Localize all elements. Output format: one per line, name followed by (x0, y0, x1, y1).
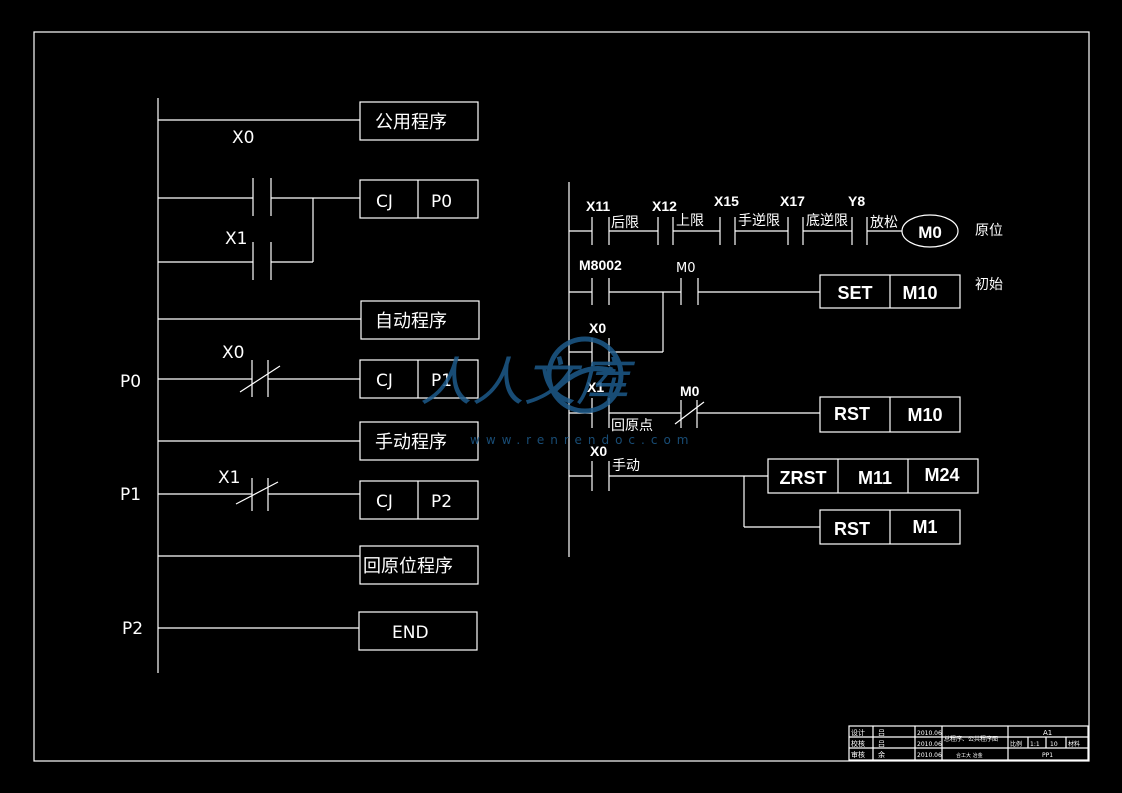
set-operand: M10 (902, 283, 937, 303)
watermark: 人人文库 www.renrendoc.com (420, 336, 694, 447)
r1c4-addr: X17 (780, 193, 805, 209)
contact-x1-nc-label: X1 (218, 468, 240, 488)
zrst-op2: M24 (924, 465, 959, 485)
cj-target-2: P1 (431, 371, 452, 391)
r1c1-label: 后限 (611, 215, 639, 231)
set-note: 初始 (975, 276, 1003, 293)
home-program-label: 回原位程序 (363, 556, 453, 577)
set-cmd: SET (837, 283, 872, 303)
watermark-url: www.renrendoc.com (470, 433, 694, 447)
auto-program-block (360, 300, 480, 340)
tb-drawing-title: 总程序、公共程序图 (944, 735, 998, 743)
tb-r2-role: 校核 (851, 739, 865, 748)
r1c3-addr: X15 (714, 193, 739, 209)
common-program-block (359, 101, 479, 141)
rst-cmd-1: RST (834, 404, 870, 424)
contact-x0-nc-label: X0 (222, 343, 244, 363)
tb-r3-role: 审核 (851, 750, 865, 759)
drawing-border (33, 31, 1090, 762)
tb-scale-label: 比例 (1010, 740, 1022, 748)
r1c1-addr: X11 (586, 198, 610, 214)
tb-r1-name: 吕 (878, 729, 885, 737)
contact-x0-label: X0 (232, 128, 254, 148)
zrst-op1: M11 (858, 468, 892, 488)
cj-target-1: P0 (431, 192, 452, 212)
common-program-label: 公用程序 (375, 112, 447, 133)
manual-program-label: 手动程序 (375, 432, 447, 453)
r2-contact2-label: M0 (676, 261, 696, 276)
end-label: END (392, 623, 429, 643)
right-ladder: M0 原位 X11 后限 X12 上限 X15 手逆限 X17 底逆限 Y8 放… (568, 182, 1003, 557)
tb-sheet-label: 材料 (1068, 740, 1080, 748)
r1c5-addr: Y8 (848, 193, 865, 209)
r4-contact-desc: 回原点 (611, 418, 653, 434)
tb-r2-name: 吕 (878, 740, 885, 748)
zrst-cmd: ZRST (780, 468, 827, 488)
tb-code: PP1 (1042, 752, 1053, 759)
r5-contact-desc: 手动 (612, 458, 640, 474)
rst-operand-2: M1 (912, 517, 937, 537)
watermark-logo-icon (546, 336, 624, 414)
r1c3-label: 手逆限 (738, 213, 780, 229)
cj-p1-block (359, 359, 479, 399)
tb-r1-date: 2010.06 (917, 730, 942, 737)
pointer-p2: P2 (122, 619, 143, 639)
watermark-text: 人人文库 (420, 353, 636, 413)
tb-r1-role: 设计 (851, 728, 865, 737)
r5-contact-label: X0 (590, 443, 607, 459)
manual-program-block (359, 421, 479, 461)
tb-school: 合工大 冶金 (956, 752, 983, 759)
r4-contact2-label: M0 (680, 383, 700, 399)
tb-scale-value: 1:1 (1030, 741, 1040, 748)
tb-sheet: 10 (1050, 741, 1058, 748)
end-block (358, 611, 478, 651)
cj-p2-block (359, 480, 479, 520)
tb-r3-date: 2010.06 (917, 752, 942, 759)
rst-cmd-2: RST (834, 519, 870, 539)
title-block: 设计 吕 2010.06 校核 吕 2010.06 审核 余 2010.06 总… (848, 725, 1089, 761)
cj-target-3: P2 (431, 492, 452, 512)
coil-note: 原位 (975, 223, 1003, 239)
pointer-p0: P0 (120, 372, 141, 392)
rst-operand-1: M10 (907, 405, 942, 425)
home-program-block (359, 545, 479, 585)
cj-p0-block (359, 179, 479, 219)
r1c2-label: 上限 (676, 213, 704, 229)
left-ladder: 公用程序 X0 X1 CJ P0 自动程序 P0 X0 CJ P1 (120, 98, 480, 673)
coil-m0 (901, 214, 959, 248)
pointer-p1: P1 (120, 485, 141, 505)
r3-contact-label: X0 (589, 320, 606, 336)
contact-x1-label: X1 (225, 229, 247, 249)
r1c5-label: 放松 (870, 215, 898, 231)
zrst-block (767, 458, 979, 494)
cj-cmd-1: CJ (376, 192, 393, 212)
cj-cmd-3: CJ (376, 492, 393, 512)
r1c4-label: 底逆限 (806, 213, 848, 229)
auto-program-label: 自动程序 (375, 311, 447, 332)
tb-r2-date: 2010.06 (917, 741, 942, 748)
coil-m0-label: M0 (918, 223, 942, 242)
cj-cmd-2: CJ (376, 371, 393, 391)
tb-r3-name: 余 (878, 750, 885, 759)
r2-contact1-label: M8002 (579, 257, 622, 273)
r1c2-addr: X12 (652, 198, 677, 214)
tb-size: A1 (1043, 729, 1052, 737)
r4-contact-label: X1 (587, 379, 604, 395)
